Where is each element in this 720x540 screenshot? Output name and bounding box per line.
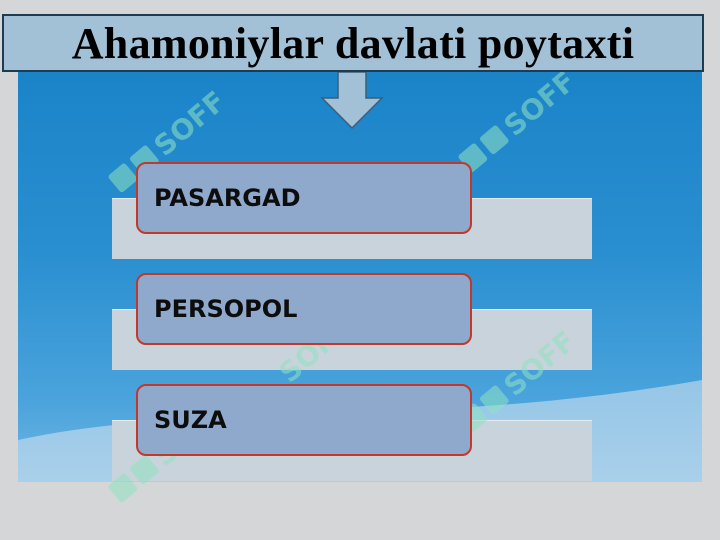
down-arrow-icon — [320, 72, 384, 130]
capital-item-pasargad: PASARGAD — [136, 162, 472, 234]
watermark-text: SOFF — [148, 90, 232, 163]
capital-item-persopol: PERSOPOL — [136, 273, 472, 345]
diagram-title: Ahamoniylar davlati poytaxti — [71, 18, 635, 68]
watermark-text: SOFF — [498, 330, 582, 403]
capital-label: SUZA — [154, 406, 227, 434]
capital-label: PERSOPOL — [154, 295, 298, 323]
title-box: Ahamoniylar davlati poytaxti — [2, 14, 704, 72]
watermark-logo: SOFF — [445, 325, 595, 455]
watermark-text: SOFF — [498, 70, 582, 143]
capital-label: PASARGAD — [154, 184, 301, 212]
capital-item-suza: SUZA — [136, 384, 472, 456]
